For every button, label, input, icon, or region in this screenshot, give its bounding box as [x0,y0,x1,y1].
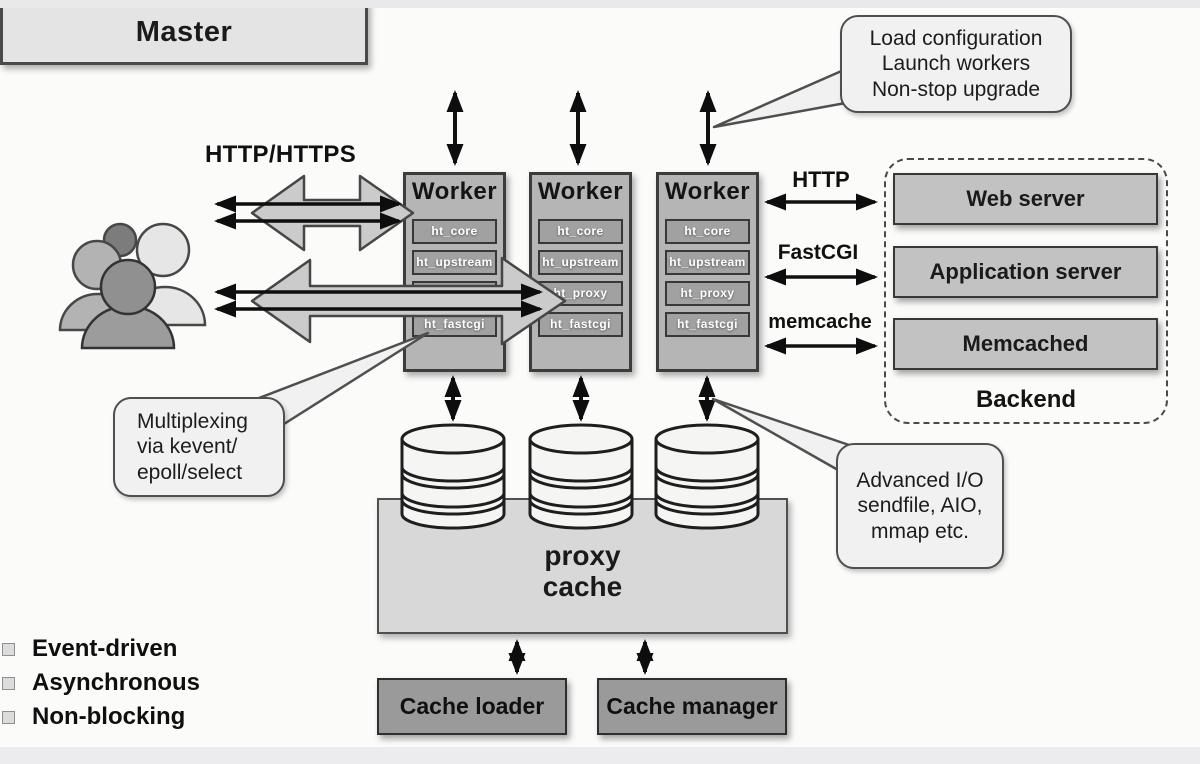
worker-module: ht_core [665,219,750,244]
block-arrow-top [250,174,415,252]
fastcgi-protocol-label: FastCGI [777,241,859,264]
memcache-protocol-label: memcache [768,311,872,333]
callout-line: mmap etc. [870,519,970,543]
worker-box-3: Worker ht_core ht_upstream ht_proxy ht_f… [656,172,759,372]
feature-item: Asynchronous [0,668,200,698]
worker-module: ht_proxy [412,281,497,306]
callout-line: Non-stop upgrade [871,77,1041,101]
client-protocol-label: HTTP/HTTPS [205,141,356,168]
master-label: Master [135,16,233,48]
advanced-io-note-callout: Advanced I/O sendfile, AIO, mmap etc. [836,443,1004,569]
callout-line: Load configuration [869,26,1043,50]
square-bullet-icon [2,676,15,690]
callout-line: sendfile, AIO, [857,494,983,518]
worker-box-2: Worker ht_core ht_upstream ht_proxy ht_f… [529,172,632,372]
worker-module: ht_core [538,219,623,244]
feature-item: Non-blocking [0,702,185,732]
proxy-cache-label-line2: cache [542,571,623,603]
application-server-box: Application server [893,246,1158,298]
clients-icon [58,222,207,350]
worker-title: Worker [411,178,498,205]
worker-module: ht_fastcgi [538,312,623,337]
worker-module: ht_fastcgi [412,312,497,337]
callout-line: Launch workers [881,52,1031,76]
worker-title: Worker [664,178,751,205]
master-worker-arrows [446,90,717,166]
square-bullet-icon [2,642,15,656]
multiplexing-note-callout: Multiplexing via kevent/ epoll/select [113,397,285,497]
http-protocol-label: HTTP [792,167,850,192]
square-bullet-icon [2,710,15,724]
worker-box-1: Worker ht_core ht_upstream ht_proxy ht_f… [403,172,506,372]
worker-title: Worker [537,178,624,205]
top-edge-strip [0,0,1200,8]
backend-label: Backend [975,386,1077,413]
callout-line: via kevent/ [137,435,238,459]
worker-module: ht_upstream [665,250,750,275]
worker-module: ht_upstream [538,250,623,275]
feature-label: Non-blocking [32,703,186,730]
web-server-box: Web server [893,173,1158,225]
worker-module: ht_proxy [665,281,750,306]
feature-item: Event-driven [0,634,177,664]
worker-module: ht_proxy [538,281,623,306]
feature-label: Asynchronous [32,669,201,696]
callout-line: Multiplexing [137,409,248,433]
feature-label: Event-driven [32,635,178,662]
cache-loader-box: Cache loader [377,678,567,735]
callout-line: Advanced I/O [856,468,984,492]
worker-disk-arrows [444,375,716,422]
bottom-edge-strip [0,747,1200,764]
worker-module: ht_core [412,219,497,244]
callout-line: epoll/select [137,460,243,484]
proxycache-cachebox-arrows [508,639,654,675]
worker-module: ht_upstream [412,250,497,275]
worker-module: ht_fastcgi [665,312,750,337]
master-box: Master [0,0,368,65]
memcached-box: Memcached [893,318,1158,370]
proxy-cache-label-line1: proxy [544,540,621,571]
cache-manager-box: Cache manager [597,678,787,735]
master-note-callout: Load configuration Launch workers Non-st… [840,15,1072,113]
backend-container: Backend [884,158,1168,424]
proxy-cache-box: proxy cache [377,498,788,634]
